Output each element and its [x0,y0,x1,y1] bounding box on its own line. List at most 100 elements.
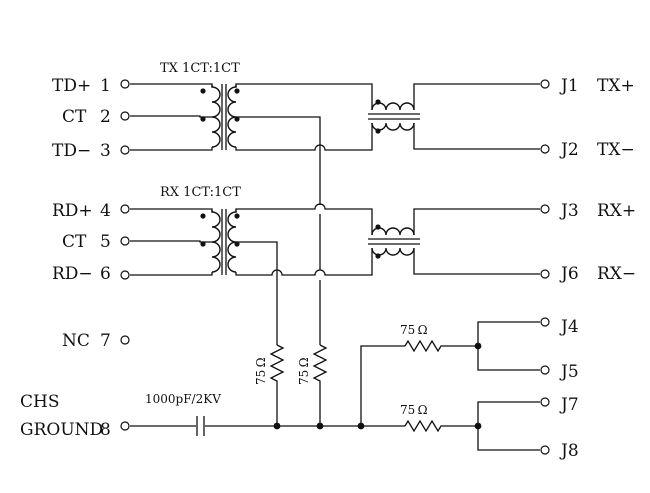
resistor-tx-ct [312,344,328,426]
rx-polarity-dot [234,213,240,219]
j2-label: J2 [559,140,579,160]
wire-tx-sec-bottom [235,123,373,151]
pin-5-terminal [120,236,130,246]
junction-dot [273,422,281,430]
j3-terminal [540,204,550,214]
wire-rx-sec-top [235,203,373,235]
rx-choke-dot [375,253,381,259]
rx-polarity-dot [234,241,240,247]
j5-terminal [540,365,550,375]
pin-2-terminal [120,111,130,121]
resistor-rx-ct [269,344,285,426]
rx-polarity-dot [200,213,206,219]
wire-j2 [413,123,540,150]
pin-2-num: 2 [100,107,111,127]
capacitor-label: 1000pF/2KV [145,392,221,406]
j7-terminal [540,397,550,407]
j2-terminal [540,144,550,154]
j3-signal: RX+ [597,201,636,221]
junction-dots [273,342,482,430]
wire-rx-sec-bottom [235,248,373,276]
j3-label: J3 [559,201,579,221]
pin-8-num: 8 [100,420,111,440]
j1-terminal [540,79,550,89]
junction-dot [357,422,365,430]
junction-dot [474,342,482,350]
wire-pin3 [130,147,213,151]
tx-choke-dot [375,99,381,105]
wire-pin2 [130,115,212,118]
wire-j4 [477,321,540,346]
wire-j7 [477,401,540,426]
pin-3-name: TD− [52,141,91,161]
wire-j1 [413,83,540,110]
pin-5-num: 5 [100,232,111,252]
pin-6-terminal [120,270,130,280]
tx-polarity-dot [234,88,240,94]
junction-dot [316,422,324,430]
left-pin-labels: TD+ 1 CT 2 TD− 3 RD+ 4 CT 5 RD− 6 NC 7 C… [20,76,111,440]
pin-1-name: TD+ [52,76,91,96]
pin-7-name: NC [62,331,90,351]
pin-4-num: 4 [100,201,111,221]
pin-7-terminal [120,335,130,345]
j5-label: J5 [559,362,579,382]
wire-pin1 [130,83,213,87]
rx-transformer [200,209,240,275]
rx-choke-dot [375,224,381,230]
pin-3-terminal [120,145,130,155]
wire-j45-up [360,345,405,426]
rx-secondary-coil [227,210,237,273]
j8-label: J8 [559,441,579,461]
rx-polarity-dot [200,241,206,247]
pin-8-terminal [120,421,130,431]
j8-terminal [540,445,550,455]
junction-dot [474,422,482,430]
pin-4-name: RD+ [52,201,93,221]
wire-rx-ct [236,241,278,345]
resistor-j78-label: 75 Ω [400,403,428,417]
wire-tx-ct [236,116,321,205]
tx-transformer-label: TX 1CT:1CT [160,61,240,76]
wire-j3 [413,208,540,235]
j6-label: J6 [559,264,579,284]
tx-primary-coil [211,85,221,148]
right-pin-labels: J1 TX+ J2 TX− J3 RX+ J6 RX− J4 J5 J7 J8 [559,76,636,461]
pin-6-num: 6 [100,264,111,284]
wire-pin6 [130,272,213,276]
resistor-j45 [404,339,478,353]
tx-secondary-coil [227,85,237,148]
j4-terminal [540,317,550,327]
wire-tx-sec-top [235,83,373,110]
tx-common-mode-choke [368,99,420,134]
pin-2-name: CT [62,107,87,127]
left-terminals [120,79,130,431]
pin-1-terminal [120,79,130,89]
pin-8-line1: CHS [20,392,59,412]
j6-terminal [540,269,550,279]
pin-6-name: RD− [52,264,93,284]
rx-transformer-label: RX 1CT:1CT [160,185,241,200]
pin-1-num: 1 [100,76,111,96]
tx-polarity-dot [200,116,206,122]
wire-j6 [413,248,540,275]
rx-primary-coil [211,210,221,273]
tx-transformer [200,84,240,150]
tx-polarity-dot [200,88,206,94]
tx-polarity-dot [234,116,240,122]
right-terminals [540,79,550,455]
pin-8-line2: GROUND [20,420,103,440]
j6-signal: RX− [597,264,636,284]
resistor-tx-ct-label: 75 Ω [297,357,311,385]
j1-label: J1 [559,76,579,96]
wire-j8 [477,426,540,451]
resistor-rx-ct-label: 75 Ω [254,357,268,385]
wire-pin5 [130,240,212,243]
rx-common-mode-choke [368,224,420,259]
j7-label: J7 [559,395,579,415]
wire-j5 [477,346,540,371]
pin-3-num: 3 [100,141,111,161]
j2-signal: TX− [597,140,635,160]
resistor-j45-label: 75 Ω [400,323,428,337]
